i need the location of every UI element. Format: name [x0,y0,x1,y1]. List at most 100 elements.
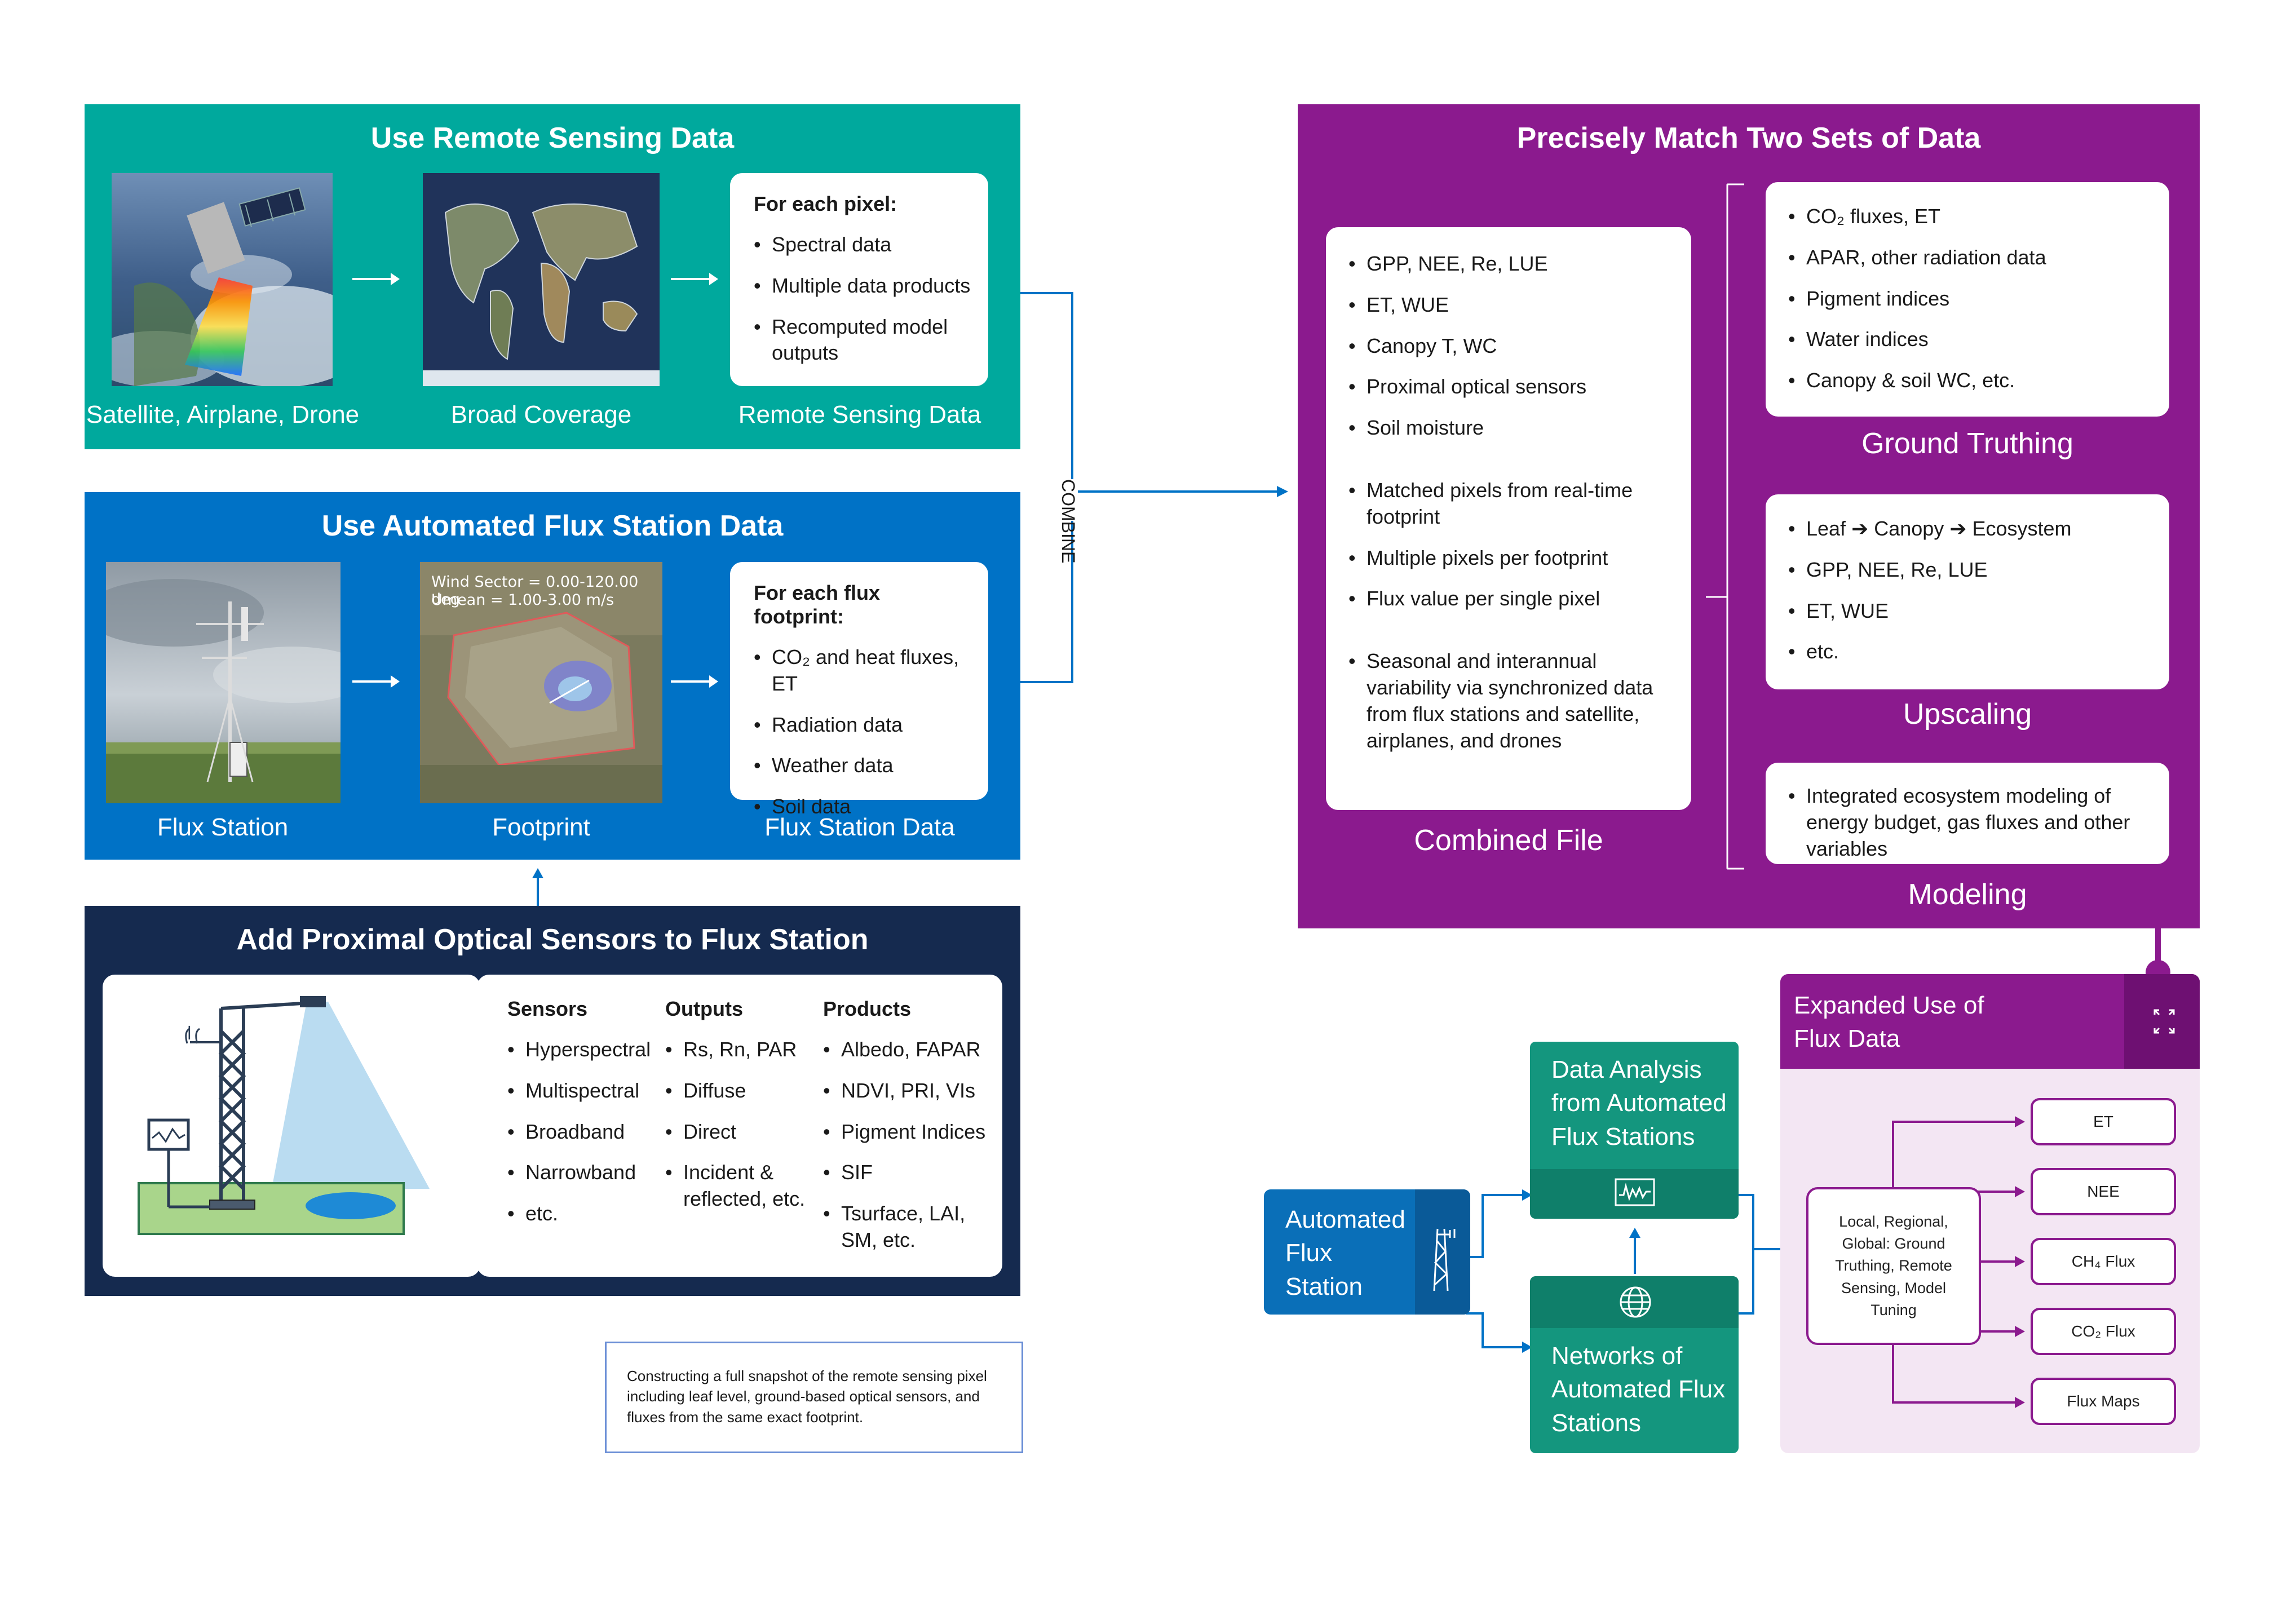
output-co2-flux: CO₂ Flux [2031,1308,2176,1355]
list-item: APAR, other radiation data [1788,245,2152,271]
arrow-right-icon [671,273,718,285]
remote-sensing-panel: Use Remote Sensing Data [85,104,1020,449]
list-item: Recomputed model outputs [754,314,971,367]
globe-icon [1620,1286,1651,1318]
sensors-outputs-products-box: Sensors Hyperspectral Multispectral Broa… [477,975,1002,1277]
world-coverage-image [423,173,660,386]
list-item: Multispectral [507,1078,660,1104]
match-panel: Precisely Match Two Sets of Data GPP, NE… [1298,104,2200,928]
caption: Flux Station [157,813,289,841]
ground-truthing-label: Ground Truthing [1861,427,2073,460]
combined-file-box: GPP, NEE, Re, LUE ET, WUE Canopy T, WC P… [1326,227,1691,810]
box-heading: For each pixel: [754,192,897,215]
note-box: Constructing a full snapshot of the remo… [605,1342,1023,1453]
arrow-right-icon [352,675,400,688]
footprint-overlay-line: Umean = 1.00-3.00 m/s [431,591,614,609]
satellite-image [112,173,333,386]
list-item: Flux value per single pixel [1348,586,1674,612]
automated-flux-station-node: Automated Flux Station [1264,1189,1470,1315]
list-item: CO₂ and heat fluxes, ET [754,644,971,697]
column-heading: Sensors [507,997,588,1020]
products-list: Albedo, FAPAR NDVI, PRI, VIs Pigment Ind… [823,1037,992,1254]
list-item: Leaf ➔ Canopy ➔ Ecosystem [1788,516,2152,542]
arrow-right-icon [671,675,718,688]
list-item: Radiation data [754,712,971,738]
box-heading: For each flux footprint: [754,581,881,628]
expanded-title: Expanded Use of Flux Data [1794,992,1984,1053]
list-item: Canopy T, WC [1348,333,1674,360]
expanded-center-box: Local, Regional, Global: Ground Truthing… [1806,1187,1981,1345]
caption: Broad Coverage [450,401,632,428]
data-analysis-node: Data Analysis from Automated Flux Statio… [1530,1042,1739,1219]
upscaling-label: Upscaling [1903,698,2032,731]
list-item: Pigment Indices [823,1119,992,1145]
flux-station-photo [106,562,340,803]
list-item: Seasonal and interannual variability via… [1348,648,1674,754]
combined-group-2: Matched pixels from real-time footprint … [1348,477,1674,612]
list-item: Hyperspectral [507,1037,660,1063]
caption: Flux Station Data [764,813,955,841]
panel-title: Use Remote Sensing Data [370,122,735,154]
list-item: Soil data [754,794,971,820]
footprint-map: Wind Sector = 0.00-120.00 deg Umean = 1.… [420,562,662,803]
list-item: Matched pixels from real-time footprint [1348,477,1674,530]
column-heading: Products [823,997,912,1020]
list-item: Broadband [507,1119,660,1145]
list-item: NDVI, PRI, VIs [823,1078,992,1104]
output-et: ET [2031,1098,2176,1145]
node-label: Networks of Automated Flux Stations [1551,1342,1726,1437]
list-item: Albedo, FAPAR [823,1037,992,1063]
list-item: Water indices [1788,326,2152,353]
outputs-column: Outputs Rs, Rn, PAR Diffuse Direct Incid… [665,997,806,1227]
flux-data-box: For each flux footprint: CO₂ and heat fl… [730,562,988,820]
footprint-overlay-line: Wind Sector = 0.00-120.00 deg [431,573,639,608]
output-ch4-flux: CH₄ Flux [2031,1238,2176,1285]
list-item: Rs, Rn, PAR [665,1037,806,1063]
list-item: etc. [1788,639,2152,665]
node-label: Automated Flux Station [1285,1206,1405,1300]
modeling-label: Modeling [1908,878,2027,911]
column-heading: Outputs [665,997,743,1020]
list-item: ET, WUE [1348,292,1674,318]
expanded-use-panel: Expanded Use of Flux Data [1780,974,2200,1453]
list-item: Multiple data products [754,273,971,299]
outputs-list: Rs, Rn, PAR Diffuse Direct Incident & re… [665,1037,806,1213]
tower-icon [1415,1189,1470,1315]
arrow-right-icon [352,273,400,285]
arrow-up-icon [532,868,543,908]
expand-icon[interactable] [2124,974,2200,1069]
panel-title: Use Automated Flux Station Data [321,510,784,542]
panel-title: Precisely Match Two Sets of Data [1516,122,1981,154]
list-item: Canopy & soil WC, etc. [1788,368,2152,394]
list-item: Narrowband [507,1160,660,1186]
list-item: etc. [507,1201,660,1227]
list-item: SIF [823,1160,992,1186]
products-column: Products Albedo, FAPAR NDVI, PRI, VIs Pi… [823,997,992,1268]
proximal-sensors-panel: Add Proximal Optical Sensors to Flux Sta… [85,906,1020,1296]
output-nee: NEE [2031,1168,2176,1215]
sensors-list: Hyperspectral Multispectral Broadband Na… [507,1037,660,1227]
flux-data-list: CO₂ and heat fluxes, ET Radiation data W… [754,644,971,820]
list-item: ET, WUE [1788,598,2152,625]
list-item: Pigment indices [1788,286,2152,312]
center-text: Local, Regional, Global: Ground Truthing… [1835,1213,1952,1318]
list-item: Incident & reflected, etc. [665,1160,806,1213]
caption: Footprint [492,813,590,841]
waveform-icon [1615,1178,1655,1206]
caption: Remote Sensing Data [738,401,981,428]
sensors-column: Sensors Hyperspectral Multispectral Broa… [507,997,660,1242]
combined-file-label: Combined File [1414,824,1603,857]
modeling-box: Integrated ecosystem modeling of energy … [1766,763,2169,864]
list-item: Diffuse [665,1078,806,1104]
combined-group-3: Seasonal and interannual variability via… [1348,648,1674,754]
combined-group-1: GPP, NEE, Re, LUE ET, WUE Canopy T, WC P… [1348,251,1674,441]
flux-station-panel: Use Automated Flux Station Data [85,492,1020,860]
panel-title: Add Proximal Optical Sensors to Flux Sta… [236,923,869,956]
list-item: Soil moisture [1348,415,1674,441]
networks-node: Networks of Automated Flux Stations [1530,1276,1739,1453]
list-item: Integrated ecosystem modeling of energy … [1788,783,2152,862]
list-item: Multiple pixels per footprint [1348,545,1674,572]
output-flux-maps: Flux Maps [2031,1378,2176,1425]
node-label: Data Analysis from Automated Flux Statio… [1551,1056,1727,1150]
combine-label: COMBINE [1058,479,1078,564]
